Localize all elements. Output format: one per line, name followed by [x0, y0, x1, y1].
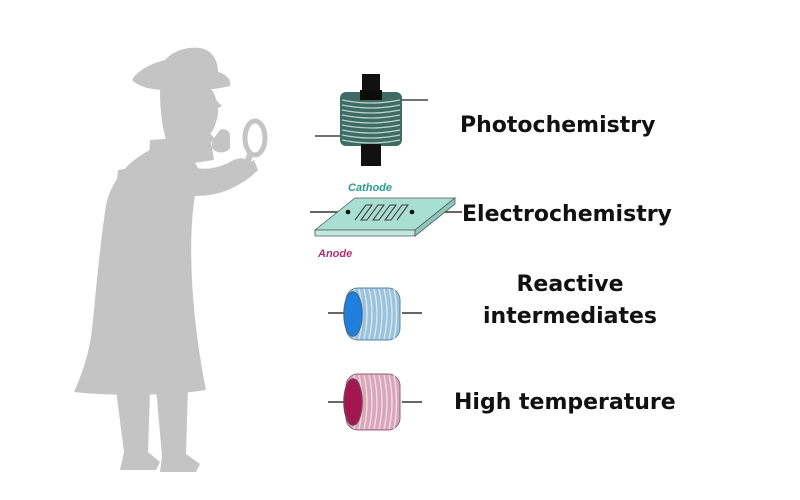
heated-coil-reactor-icon: [328, 373, 422, 431]
high-temperature-label: High temperature: [454, 390, 676, 415]
anode-label: Anode: [318, 248, 353, 260]
cathode-label: Cathode: [348, 182, 392, 194]
reactive-intermediates-label: Reactive intermediates: [470, 270, 670, 332]
cooled-coil-reactor-icon: [328, 287, 422, 341]
reactive-line-1: Reactive: [516, 272, 624, 297]
photoreactor-coil-icon: [315, 74, 428, 166]
electrochemistry-label: Electrochemistry: [462, 202, 672, 227]
electrochemical-flow-cell-icon: [310, 197, 462, 237]
photochemistry-label: Photochemistry: [460, 113, 656, 138]
reactive-line-2: intermediates: [482, 304, 657, 329]
